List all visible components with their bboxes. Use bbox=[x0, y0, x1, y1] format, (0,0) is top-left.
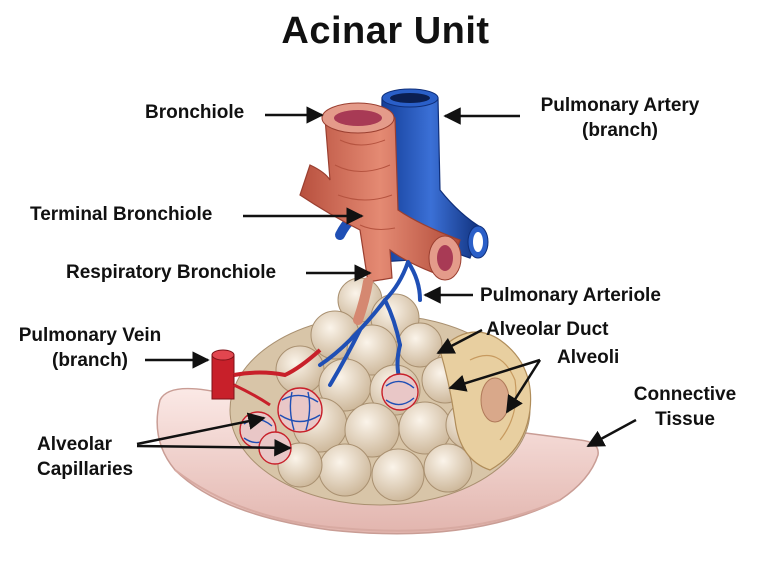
label-connective-tissue-line1: Connective bbox=[633, 384, 737, 405]
arrow-capillaries-1 bbox=[136, 412, 266, 446]
bronchiole bbox=[299, 102, 462, 283]
label-connective-tissue: Connective Tissue bbox=[620, 382, 750, 432]
respiratory-bronchiole bbox=[353, 277, 373, 325]
label-respiratory-bronchiole: Respiratory Bronchiole bbox=[66, 262, 277, 283]
label-pulmonary-artery: Pulmonary Artery (branch) bbox=[525, 93, 715, 143]
label-alveolar-capillaries-line1: Alveolar bbox=[37, 434, 112, 455]
label-alveoli: Alveoli bbox=[557, 347, 620, 368]
label-pulmonary-artery-line1: Pulmonary Artery bbox=[540, 95, 700, 116]
arrow-alveoli-1 bbox=[448, 358, 541, 392]
label-pulmonary-vein: Pulmonary Vein (branch) bbox=[5, 323, 175, 373]
label-pulmonary-artery-line2: (branch) bbox=[582, 120, 658, 141]
label-arrows bbox=[136, 106, 637, 457]
label-terminal-bronchiole: Terminal Bronchiole bbox=[30, 204, 213, 225]
pulmonary-vein bbox=[211, 348, 322, 407]
label-alveolar-capillaries-line2: Capillaries bbox=[37, 459, 134, 480]
arrow-alveoli-2 bbox=[505, 359, 542, 414]
label-pulmonary-vein-line2: (branch) bbox=[52, 350, 128, 371]
label-pulmonary-arteriole: Pulmonary Arteriole bbox=[480, 285, 661, 306]
label-alveolar-capillaries: Alveolar Capillaries bbox=[37, 432, 133, 482]
pulmonary-arterioles bbox=[318, 260, 422, 387]
arrow-capillaries-2 bbox=[136, 439, 292, 457]
label-alveolar-duct: Alveolar Duct bbox=[486, 319, 609, 340]
diagram-title: Acinar Unit bbox=[281, 10, 490, 52]
label-pulmonary-vein-line1: Pulmonary Vein bbox=[18, 325, 162, 346]
arrow-alveolar-duct bbox=[436, 328, 483, 355]
label-bronchiole: Bronchiole bbox=[145, 102, 245, 123]
label-connective-tissue-line2: Tissue bbox=[655, 409, 715, 430]
arrow-connective-tissue bbox=[586, 418, 637, 448]
alveolar-duct bbox=[439, 331, 532, 471]
